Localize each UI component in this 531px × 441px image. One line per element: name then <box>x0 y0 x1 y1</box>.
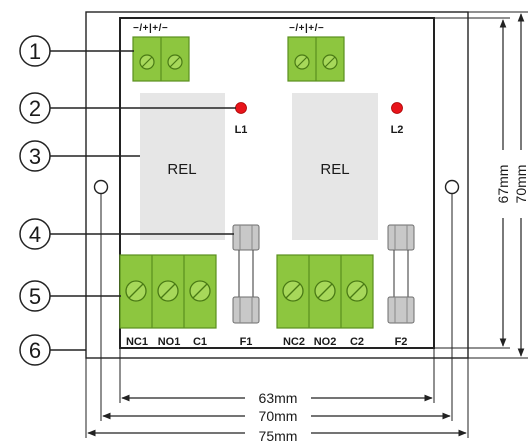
terminal-label-no2: NO2 <box>314 336 337 348</box>
pcb-outline <box>119 17 435 349</box>
led-label-l1: L1 <box>235 124 248 136</box>
relay-label-right: REL <box>320 161 349 178</box>
callout-6: 6 <box>19 334 86 366</box>
dimension-70mm-height: 70mm <box>513 13 529 357</box>
output-terminal-right <box>276 254 374 329</box>
power-terminal-left: −/+|+/− <box>132 23 190 82</box>
svg-text:63mm: 63mm <box>259 390 298 406</box>
mounting-hole-right <box>444 179 460 195</box>
svg-text:70mm: 70mm <box>259 408 298 424</box>
led-l2 <box>391 102 403 114</box>
polarity-label-left: −/+|+/− <box>133 23 168 34</box>
polarity-label-right: −/+|+/− <box>289 23 324 34</box>
svg-text:1: 1 <box>29 39 41 64</box>
fuse-label-f2: F2 <box>395 336 408 348</box>
output-terminal-left <box>119 254 217 329</box>
relay-label-left: REL <box>167 161 196 178</box>
svg-text:67mm: 67mm <box>495 165 511 204</box>
svg-text:5: 5 <box>29 284 41 309</box>
callout-5: 5 <box>19 280 121 312</box>
callout-1: 1 <box>19 35 134 67</box>
mounting-hole-left <box>93 179 109 195</box>
dimension-63mm: 63mm <box>121 390 433 406</box>
dimension-70mm-width: 70mm <box>102 408 451 424</box>
callout-2: 2 <box>19 92 236 124</box>
svg-text:75mm: 75mm <box>259 428 298 441</box>
terminal-label-c1: C1 <box>193 336 207 348</box>
led-label-l2: L2 <box>391 124 404 136</box>
svg-text:2: 2 <box>29 96 41 121</box>
enclosure-outline <box>85 11 469 359</box>
callout-3: 3 <box>19 140 140 172</box>
fuse-f1 <box>232 224 260 324</box>
terminal-label-nc2: NC2 <box>283 336 305 348</box>
fuse-label-f1: F1 <box>240 336 253 348</box>
relay-left <box>140 93 225 240</box>
relay-right <box>292 93 378 240</box>
svg-text:4: 4 <box>29 222 41 247</box>
led-l1 <box>235 102 247 114</box>
terminal-label-no1: NO1 <box>158 336 181 348</box>
terminal-label-nc1: NC1 <box>126 336 148 348</box>
svg-text:70mm: 70mm <box>513 165 529 204</box>
fuse-f2 <box>387 224 415 324</box>
callout-4: 4 <box>19 218 234 250</box>
svg-text:3: 3 <box>29 144 41 169</box>
power-terminal-right: −/+|+/− <box>287 23 345 82</box>
svg-text:6: 6 <box>29 338 41 363</box>
dimension-67mm: 67mm <box>495 19 511 347</box>
terminal-label-c2: C2 <box>350 336 364 348</box>
dimension-75mm: 75mm <box>87 428 467 441</box>
